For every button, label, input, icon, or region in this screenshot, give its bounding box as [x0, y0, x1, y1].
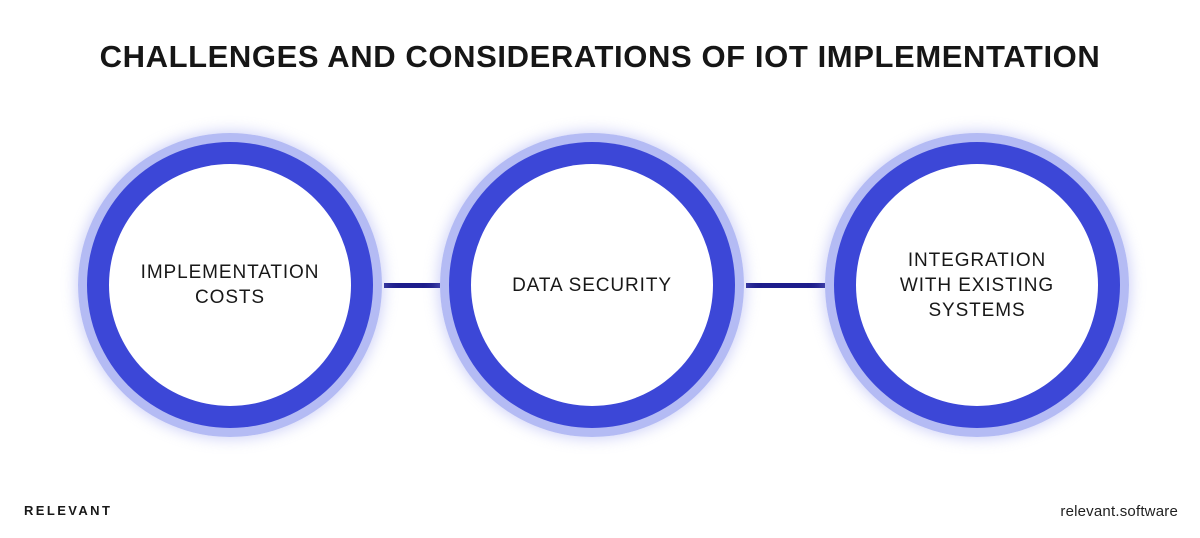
node-data-security: DATA SECURITY: [440, 133, 744, 437]
node-label-integration-with-existing-systems: INTEGRATION WITH EXISTING SYSTEMS: [899, 249, 1055, 321]
node-ring-icon: INTEGRATION WITH EXISTING SYSTEMS: [834, 142, 1120, 428]
node-ring-icon: IMPLEMENTATION COSTS: [87, 142, 373, 428]
connector-line-1: [384, 283, 440, 288]
footer-website: relevant.software: [1060, 503, 1178, 520]
node-integration-with-existing-systems: INTEGRATION WITH EXISTING SYSTEMS: [825, 133, 1129, 437]
node-inner-circle: IMPLEMENTATION COSTS: [109, 164, 351, 406]
node-label-data-security: DATA SECURITY: [512, 274, 672, 296]
node-ring-icon: DATA SECURITY: [449, 142, 735, 428]
page-title: CHALLENGES AND CONSIDERATIONS OF IOT IMP…: [99, 39, 1101, 74]
node-implementation-costs: IMPLEMENTATION COSTS: [78, 133, 382, 437]
node-halo-icon: IMPLEMENTATION COSTS: [78, 133, 382, 437]
node-halo-icon: DATA SECURITY: [440, 133, 744, 437]
node-halo-icon: INTEGRATION WITH EXISTING SYSTEMS: [825, 133, 1129, 437]
node-inner-circle: DATA SECURITY: [471, 164, 713, 406]
footer-brand: RELEVANT: [24, 503, 113, 518]
connector-line-2: [746, 283, 826, 288]
node-label-implementation-costs: IMPLEMENTATION COSTS: [140, 262, 320, 308]
node-inner-circle: INTEGRATION WITH EXISTING SYSTEMS: [856, 164, 1098, 406]
